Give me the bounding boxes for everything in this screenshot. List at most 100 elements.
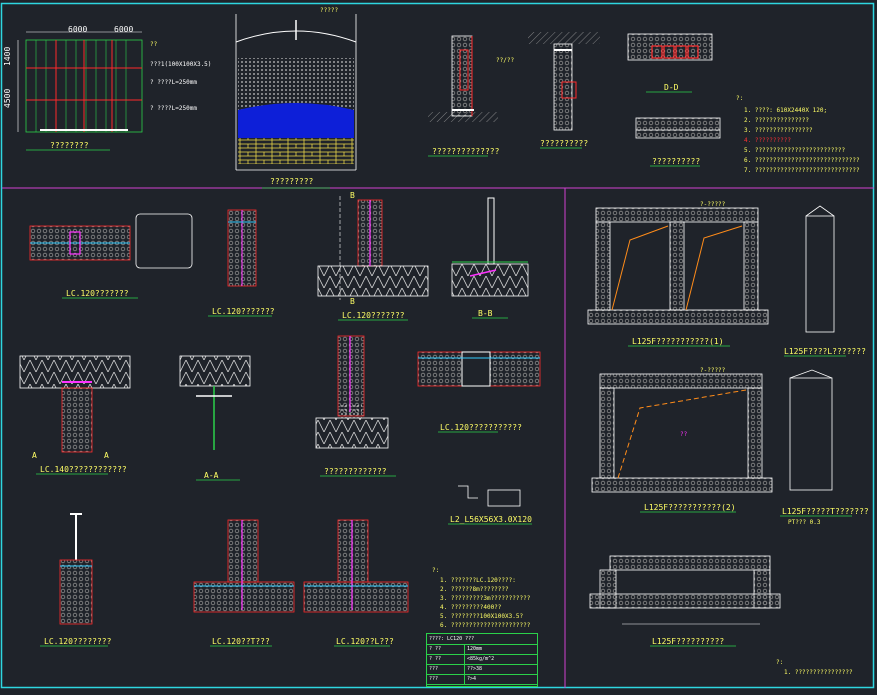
caption-l125f-3: L125F?????????? [652, 637, 725, 646]
lc120-l-joint [303, 519, 409, 647]
section-b-b [451, 197, 529, 319]
side-label: PT??? 0.3 [788, 519, 821, 526]
table-row: ??? ??>38 [427, 664, 537, 675]
wall-top-detail [528, 32, 600, 149]
frame-dim-label: ?? [680, 431, 688, 438]
table-cell-value: ?>4 [467, 676, 477, 682]
table-cell-value: 120mm [467, 646, 483, 652]
table-divider [464, 644, 465, 685]
caption-lc120-inline: LC.120??????????? [440, 423, 522, 432]
table-cell-key: ??? [429, 676, 439, 682]
caption-a-a: A-A [204, 471, 219, 480]
caption-lc120-t: LC.120??T??? [212, 637, 270, 646]
caption-lc120-3: LC.120??????? [342, 311, 405, 320]
wall-label: ??/?? [496, 57, 515, 64]
lc120-base-detail [315, 335, 396, 477]
notes-bottom-2: 2. ??????8m???????? [440, 586, 509, 593]
caption-tank: ????????? [270, 177, 314, 186]
notes-top-3: 3. ???????????????? [744, 127, 813, 134]
caption-wall-base: ?????????????? [432, 147, 500, 156]
table-row: ? ?? 120mm [427, 644, 537, 655]
table-cell-key: ? ?? [429, 646, 442, 652]
elev-note-3: ? ????L=250mm [150, 105, 197, 112]
l125f-side-1 [784, 205, 846, 357]
notes-top-7: 7. ????????????????????????????? [744, 167, 860, 174]
caption-wall-top: ?????????? [540, 139, 589, 148]
table-cell-key: ??? [429, 666, 439, 672]
notes-bottom-title: ?: [432, 567, 440, 574]
caption-lc120-column: LC.120???????? [44, 637, 112, 646]
notes-bottom-3: 3. ?????????3m??????????? [440, 595, 531, 602]
panel-joint-detail [635, 117, 721, 167]
caption-l125f-1: L125F???????????(1) [632, 337, 724, 346]
section-d-d [627, 33, 713, 93]
notes-bottom-4: 4. ?????????400?? [440, 604, 502, 611]
table-row: ? ?? <85kg/m^2 [427, 654, 537, 665]
notes-top-title: ?: [736, 95, 744, 102]
spec-table-header: ????: LC120 ??? [429, 636, 475, 642]
dim-left-b: 4500 [3, 88, 12, 108]
marker-b-bottom: B [350, 297, 355, 306]
caption-lc120-2: LC.120??????? [212, 307, 275, 316]
section-a-a [179, 355, 251, 481]
marker-b-top: B [350, 191, 355, 200]
lc120-inline-joint [417, 351, 541, 433]
angle-steel-detail [448, 485, 532, 525]
caption-elevation: ???????? [50, 141, 89, 150]
spec-table-header-row: ????: LC120 ??? [427, 634, 537, 645]
l125f-frame-3 [589, 555, 781, 647]
lc120-joint-3 [317, 196, 429, 321]
elev-note-2: ? ????L=250mm [150, 79, 197, 86]
caption-lc120-l: LC.120??L??? [336, 637, 394, 646]
lc120-t-joint [193, 519, 295, 647]
elevation-plan [17, 31, 143, 151]
l125f-frame-2 [591, 373, 773, 513]
notes-top-5: 5. ????????????????????????? [744, 147, 846, 154]
notes-br-1: 1. ???????????????? [784, 669, 853, 676]
notes-top-4: 4. ?????????? [744, 137, 791, 144]
caption-panel-joint: ?????????? [652, 157, 701, 166]
notes-bottom-1: 1. ???????LC.120????: [440, 577, 516, 584]
dim-left-a: 1400 [3, 46, 12, 66]
caption-b-b: B-B [478, 309, 493, 318]
l125f-frame-1 [587, 207, 769, 347]
lc140-joint [19, 355, 131, 475]
notes-br-title: ?: [776, 659, 784, 666]
notes-top-1: 1. ????: 610X2440X 120; [744, 107, 828, 114]
table-cell-key: ? ?? [429, 656, 442, 662]
lc120-joint-1 [29, 213, 193, 299]
dim-top-b: 6000 [114, 25, 134, 34]
caption-l125f-side-2: L125F?????T??????? [782, 507, 869, 516]
caption-lc140: LC.140???????????? [40, 465, 127, 474]
notes-top-6: 6. ????????????????????????????? [744, 157, 860, 164]
elev-note-1: ???1(100X100X3.5) [150, 61, 212, 68]
table-cell-value: <85kg/m^2 [467, 656, 495, 662]
caption-angle-steel: L2_L56X56X3.0X120 [450, 515, 532, 524]
l125f-side-2 [780, 369, 852, 517]
table-row: ??? ?>4 [427, 674, 537, 685]
notes-top-2: 2. ??????????????? [744, 117, 810, 124]
marker-a-left: A [32, 451, 37, 460]
panel-label: ?? [150, 41, 158, 48]
tank-section [235, 14, 357, 189]
caption-d-d: D-D [664, 83, 679, 92]
tank-top-label: ????? [320, 7, 339, 14]
table-cell-value: ??>38 [467, 666, 483, 672]
notes-bottom-6: 6. ?????????????????????? [440, 622, 531, 629]
lc120-joint-2 [208, 209, 272, 317]
spec-table: ????: LC120 ??? ? ?? 120mm ? ?? <85kg/m^… [426, 633, 538, 687]
caption-lc120-1: LC.120??????? [66, 289, 129, 298]
dim-top-a: 6000 [68, 25, 88, 34]
frame-label: ?-????? [700, 201, 726, 208]
marker-a-right: A [104, 451, 109, 460]
caption-lc120-base: ????????????? [324, 467, 387, 476]
caption-l125f-side-1: L125F????L??????? [784, 347, 866, 356]
wall-base-detail [428, 35, 498, 157]
caption-l125f-2: L125F???????????(2) [644, 503, 736, 512]
lc120-column-detail [40, 513, 108, 647]
frame-label-2: ?-????? [700, 367, 726, 374]
notes-bottom-5: 5. ????????100X100X3.5? [440, 613, 524, 620]
